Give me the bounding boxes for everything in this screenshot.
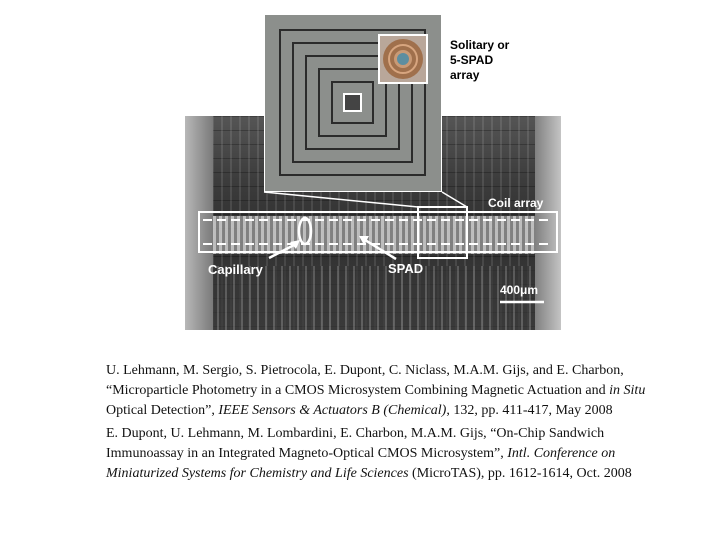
- label-array: array: [450, 68, 480, 82]
- capillary-arrowhead: [290, 240, 300, 249]
- ref1-title-a: “Microparticle Photometry in a CMOS Micr…: [106, 383, 610, 398]
- ref2-details: (MicroTAS), pp. 1612-1614, Oct. 2008: [408, 466, 632, 481]
- reference-2: E. Dupont, U. Lehmann, M. Lombardini, E.…: [106, 424, 666, 484]
- label-capillary: Capillary: [208, 262, 263, 277]
- reference-1: U. Lehmann, M. Sergio, S. Pietrocola, E.…: [106, 361, 666, 421]
- concentric-square: [292, 42, 413, 163]
- ref2-authors: E. Dupont, U. Lehmann, M. Lombardini, E.…: [106, 426, 491, 441]
- chip-lower-rows: [185, 266, 561, 330]
- label-scale: 400μm: [500, 283, 539, 297]
- spad-arrowhead: [359, 236, 369, 245]
- label-5spad: 5-SPAD: [450, 53, 494, 67]
- label-spad: SPAD: [388, 261, 424, 276]
- chip-micrograph-figure: Solitary or 5-SPAD array Coil array Capi…: [185, 14, 561, 330]
- coil-strip: [195, 216, 551, 254]
- spad-ring-mid: [388, 44, 418, 74]
- spad-inset: [378, 34, 428, 84]
- ref1-details: , 132, pp. 411-417, May 2008: [446, 403, 613, 418]
- zoom-connector-right: [441, 191, 468, 208]
- concentric-square: [279, 29, 426, 176]
- particle-ellipse: [297, 216, 313, 246]
- ref1-title-b: Optical Detection”,: [106, 403, 219, 418]
- label-coil-array: Coil array: [488, 196, 544, 210]
- ref2-title: “On-Chip Sandwich Immunoassay in an Inte…: [106, 426, 605, 461]
- label-solitary: Solitary or: [450, 38, 510, 52]
- spad-ring-inner: [394, 50, 412, 68]
- zoom-region-box: [417, 206, 468, 259]
- concentric-square: [331, 81, 374, 124]
- ref2-venue: Intl. Conference on Miniaturized Systems…: [106, 446, 616, 481]
- capillary-arrow: [268, 242, 297, 260]
- spad-arrow: [364, 238, 397, 261]
- ref1-authors: U. Lehmann, M. Sergio, S. Pietrocola, E.…: [106, 363, 624, 378]
- zoom-connector-left: [263, 191, 419, 208]
- concentric-square: [305, 55, 400, 150]
- ref1-title-italic: in Situ: [609, 383, 646, 398]
- ref1-venue: IEEE Sensors & Actuators B (Chemical): [218, 403, 447, 418]
- reference-list: U. Lehmann, M. Sergio, S. Pietrocola, E.…: [106, 361, 666, 487]
- concentric-square: [318, 68, 387, 137]
- spad-center-square: [343, 93, 362, 112]
- coil-array-box: [198, 211, 558, 253]
